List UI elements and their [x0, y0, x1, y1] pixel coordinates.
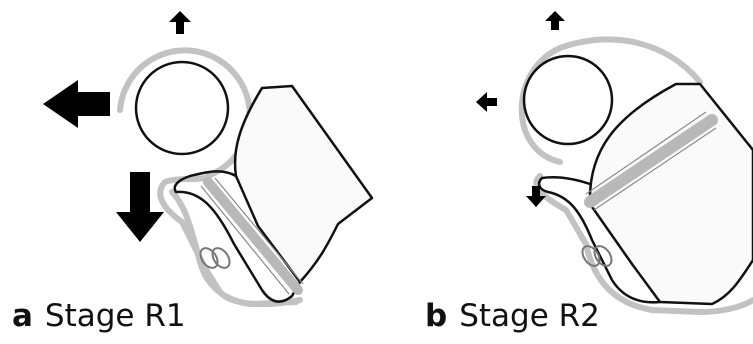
panel-b-letter: b — [425, 298, 448, 334]
panel-a-band — [203, 177, 303, 295]
panel-b-arrow-up — [545, 11, 565, 30]
panel-b-circle — [522, 54, 614, 146]
panel-a-stage-label: Stage R1 — [44, 298, 186, 334]
panel-b-halo-lower — [533, 173, 753, 316]
panel-a-circle — [134, 60, 230, 156]
panel-a-caption: a Stage R1 — [12, 301, 186, 332]
panel-b-band — [584, 114, 718, 208]
panel-a-halo-lower — [169, 189, 299, 308]
panel-a — [43, 11, 374, 308]
panel-b-stage-label: Stage R2 — [459, 298, 600, 334]
panel-a-letter: a — [12, 298, 33, 334]
panel-a-arrow-up — [169, 11, 191, 34]
panel-b-block — [588, 82, 753, 306]
panel-b-caption: b Stage R2 — [425, 301, 600, 332]
panel-b-arrow-left — [476, 92, 497, 112]
panel-b-loop-2 — [593, 245, 613, 267]
panel-b-arrow-down — [526, 186, 546, 207]
panel-a-loop-2 — [211, 247, 231, 269]
panel-b-tongue — [537, 176, 661, 304]
panel-a-arrow-down — [116, 172, 164, 242]
panel-b — [476, 11, 753, 316]
panel-a-halo — [117, 47, 303, 308]
panel-b-loop-1 — [581, 245, 601, 267]
panel-a-band-edge — [200, 177, 304, 295]
panel-b-halo — [518, 36, 703, 165]
panel-b-band-edge — [585, 111, 717, 211]
panel-a-arrow-left — [43, 80, 110, 128]
panel-a-tongue — [173, 170, 302, 303]
panel-a-loop-1 — [199, 247, 219, 269]
